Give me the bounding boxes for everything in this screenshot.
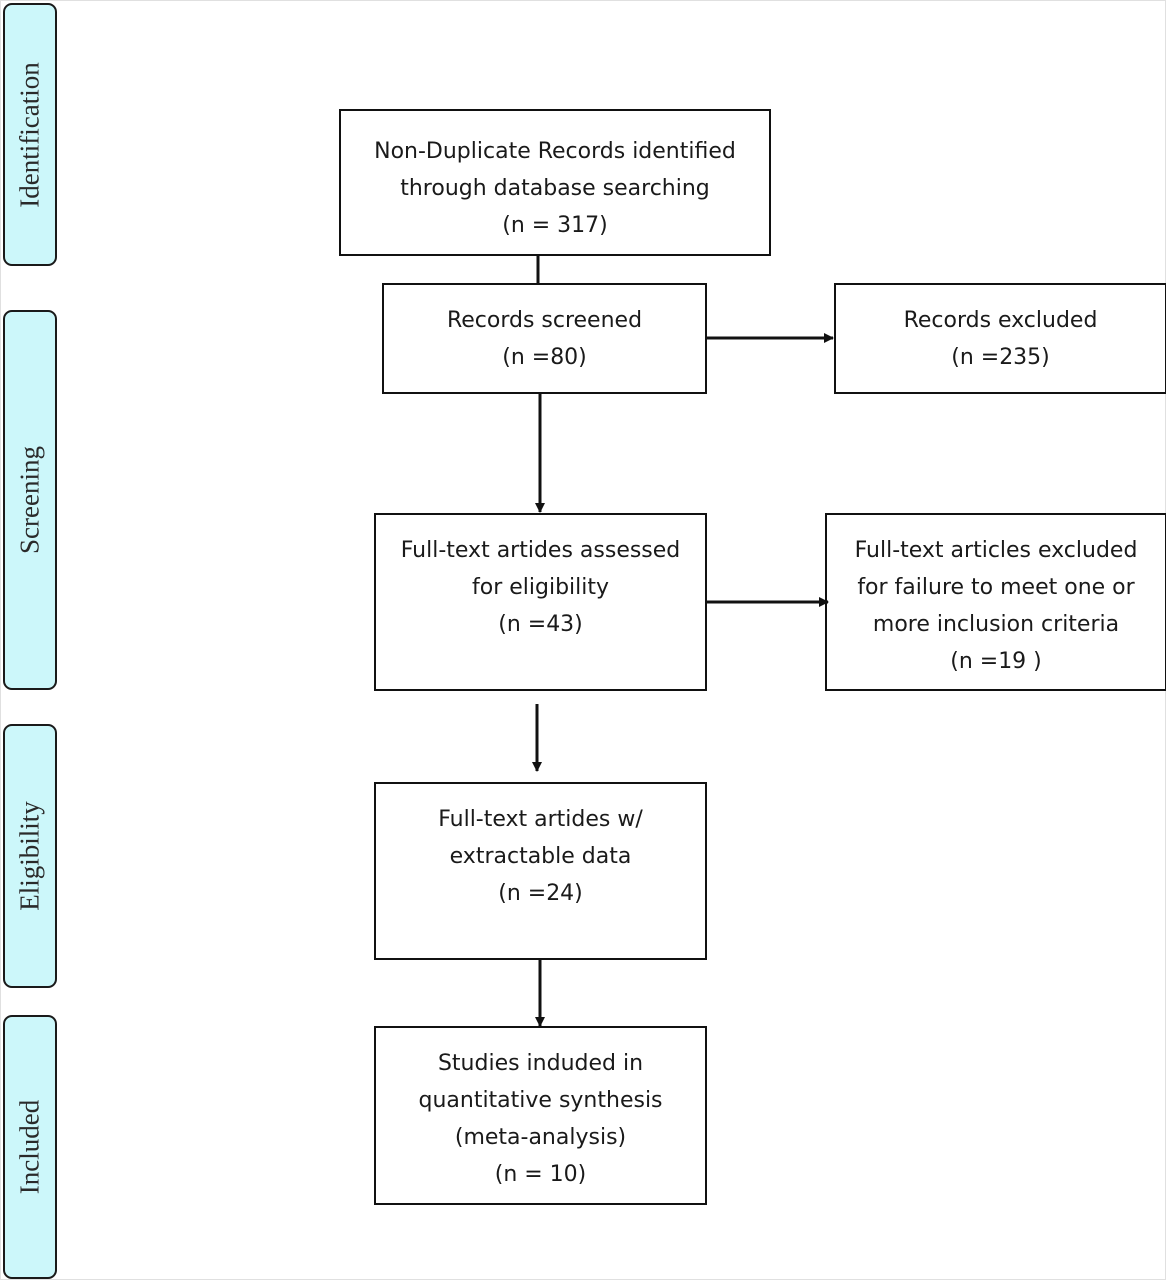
records-identified-line1: Non-Duplicate Records identified — [374, 139, 736, 164]
records-identified-line2: through database searching — [400, 176, 710, 201]
records-excluded-line1: Records excluded — [903, 308, 1098, 333]
phase-included: Included — [3, 1015, 57, 1279]
studies-included-line2: quantitative synthesis — [418, 1088, 663, 1113]
fulltext-excluded-line1: Full-text articles excluded — [854, 538, 1138, 563]
extractable-data-count: (n =24) — [498, 881, 583, 906]
records-excluded-count: (n =235) — [951, 345, 1050, 370]
fulltext-excluded-box: Full-text articles excluded for failure … — [825, 513, 1166, 691]
studies-included-line3: (meta-analysis) — [454, 1125, 627, 1150]
records-screened-box: Records screened (n =80) — [382, 283, 707, 394]
records-excluded-box: Records excluded (n =235) — [834, 283, 1166, 394]
extractable-data-line2: extractable data — [449, 844, 632, 869]
fulltext-excluded-line2: for failure to meet one or — [857, 575, 1135, 600]
records-screened-count: (n =80) — [502, 345, 587, 370]
studies-included-count: (n = 10) — [494, 1162, 587, 1187]
studies-included-box: Studies induded in quantitative synthesi… — [374, 1026, 707, 1205]
fulltext-assessed-line1: Full-text artides assessed — [400, 538, 681, 563]
fulltext-excluded-count: (n =19 ) — [950, 649, 1042, 674]
phase-identification: Identification — [3, 3, 57, 266]
records-screened-line1: Records screened — [446, 308, 643, 333]
fulltext-assessed-line2: for eligibility — [471, 575, 610, 600]
records-identified-box: Non-Duplicate Records identified through… — [339, 109, 771, 256]
extractable-data-line1: Full-text artides w/ — [438, 807, 643, 832]
studies-included-line1: Studies induded in — [437, 1051, 644, 1076]
fulltext-assessed-count: (n =43) — [498, 612, 583, 637]
fulltext-assessed-box: Full-text artides assessed for eligibili… — [374, 513, 707, 691]
fulltext-excluded-line3: more inclusion criteria — [872, 612, 1120, 637]
extractable-data-box: Full-text artides w/ extractable data (n… — [374, 782, 707, 960]
phase-eligibility: Eligibility — [3, 724, 57, 988]
phase-screening: Screening — [3, 310, 57, 690]
records-identified-count: (n = 317) — [502, 213, 608, 238]
